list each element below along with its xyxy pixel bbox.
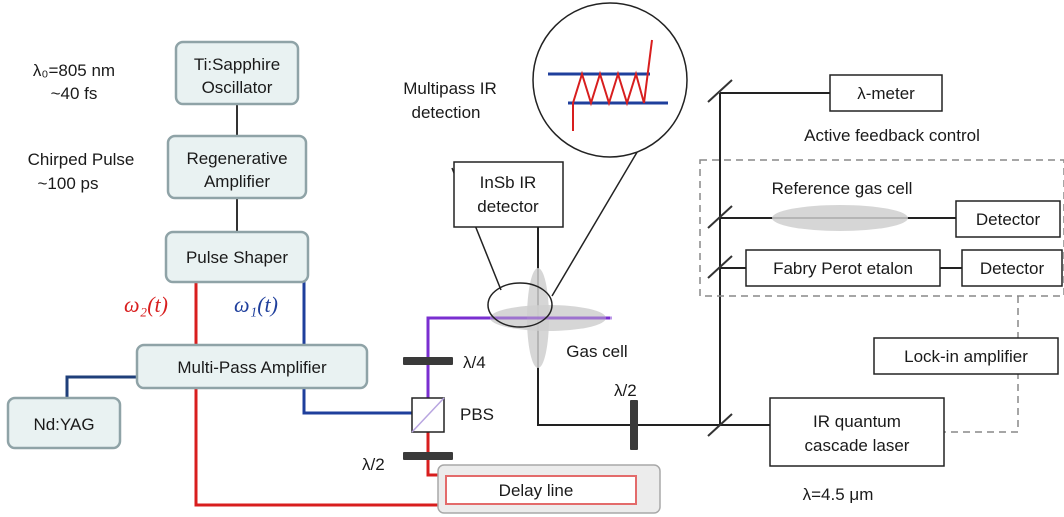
mirror-etalon	[707, 255, 733, 279]
delay-line-path	[445, 475, 637, 505]
inset-caption-1: Multipass IR	[403, 79, 497, 98]
feedback-title: Active feedback control	[804, 126, 980, 145]
pulse-shaper-box	[164, 230, 310, 284]
insb-detector-box	[453, 161, 564, 228]
pump-beam	[65, 375, 137, 398]
half-wave-left-label: λ/2	[362, 455, 385, 474]
lockin-label: Lock-in amplifier	[904, 347, 1028, 366]
half-wave-ir-label: λ/2	[614, 381, 637, 400]
etalon-label: Fabry Perot etalon	[773, 259, 913, 278]
chirped-pulse-label: Chirped Pulse	[28, 150, 135, 169]
detector-1-label: Detector	[976, 210, 1041, 229]
half-wave-plate-ir	[630, 400, 638, 450]
etalon-box	[745, 249, 941, 287]
lambda-meter-label: λ-meter	[857, 84, 915, 103]
pulse-shaper-label: Pulse Shaper	[186, 248, 288, 267]
quarter-wave-plate	[403, 357, 453, 365]
detector-2-label: Detector	[980, 259, 1045, 278]
qcl-box	[769, 397, 945, 467]
duration-spec: ~40 fs	[51, 84, 98, 103]
lambda-meter-box	[829, 74, 943, 112]
qcl-wavelength-label: λ=4.5 μm	[803, 485, 874, 504]
multipass-inset-circle	[532, 2, 688, 158]
regen-label-1: Regenerative	[186, 149, 287, 168]
wavelength-spec: λ₀=805 nm	[33, 61, 115, 80]
nd-yag-label: Nd:YAG	[33, 415, 94, 434]
qcl-label-1: IR quantum	[813, 412, 901, 431]
detector-box-2	[961, 249, 1063, 287]
reference-cell-label: Reference gas cell	[772, 179, 913, 198]
omega1-label: ω₁(t)	[234, 292, 278, 317]
multipass-amp-box	[135, 343, 369, 390]
feedback-frame	[699, 159, 1064, 297]
insb-label-2: detector	[477, 197, 539, 216]
oscillator-label-2: Oscillator	[202, 78, 273, 97]
multipass-amp-label: Multi-Pass Amplifier	[177, 358, 327, 377]
quarter-wave-label: λ/4	[463, 353, 486, 372]
reference-gas-cell-shape	[772, 205, 908, 231]
oscillator-label-1: Ti:Sapphire	[194, 55, 280, 74]
mirror-lambda-meter	[707, 79, 733, 103]
gas-cell-zoom-marker	[487, 282, 553, 328]
omega1-beam-to-pbs	[302, 388, 412, 415]
regen-amp-box	[166, 134, 308, 200]
half-wave-plate-left	[403, 452, 453, 460]
pbs-label: PBS	[460, 405, 494, 424]
gas-cell-label: Gas cell	[566, 342, 627, 361]
nd-yag-box	[6, 396, 122, 450]
inset-zigzag-beam	[572, 39, 653, 131]
lockin-link-bottom	[944, 372, 1019, 433]
inset-caption-2: detection	[412, 103, 481, 122]
insb-label-1: InSb IR	[480, 173, 537, 192]
qcl-label-2: cascade laser	[805, 436, 910, 455]
detector-box-1	[955, 200, 1061, 238]
pbs-diagonal	[411, 397, 445, 433]
mirror-qcl	[707, 413, 733, 437]
mirror-reference	[707, 205, 733, 229]
regen-label-2: Amplifier	[204, 172, 270, 191]
lockin-box	[873, 337, 1059, 375]
chirped-duration-label: ~100 ps	[38, 174, 99, 193]
delay-line-label: Delay line	[499, 481, 574, 500]
omega2-label: ω₂(t)	[124, 292, 168, 317]
oscillator-box	[174, 40, 300, 106]
